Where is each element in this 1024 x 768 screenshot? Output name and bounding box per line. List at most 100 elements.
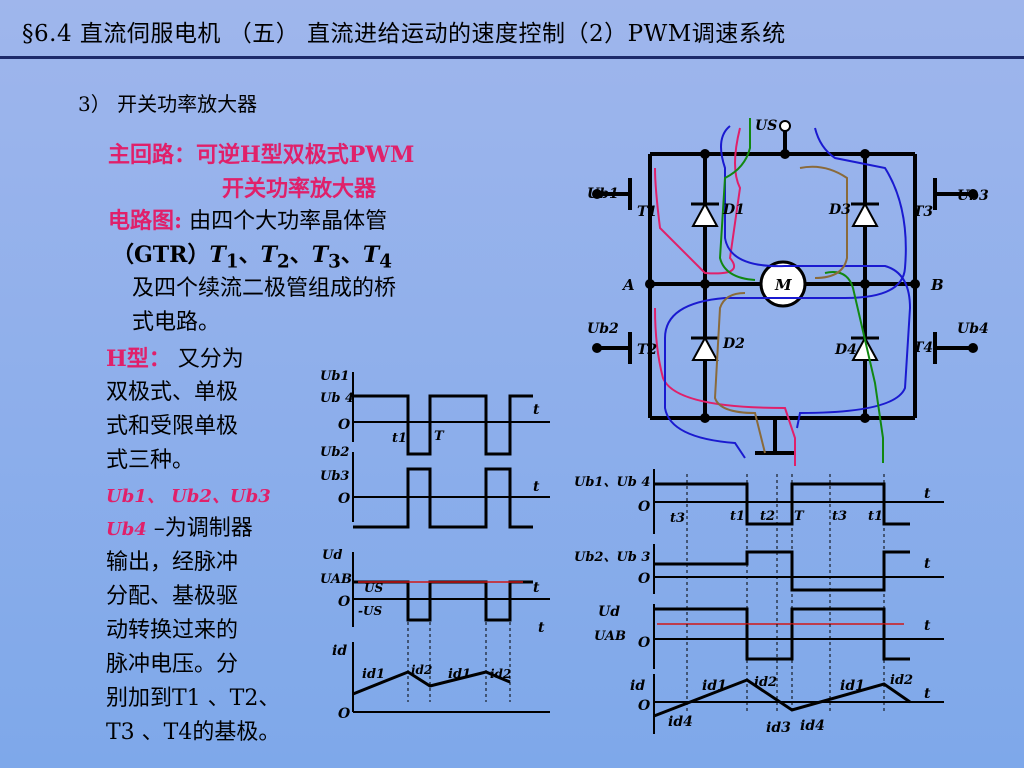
t3-label: T [311, 242, 329, 268]
sep3: 、 [340, 242, 363, 268]
main-circuit-label: 主回路： [108, 142, 197, 168]
left-ub3-label: Ub3 [320, 469, 349, 484]
left-id1-a: id1 [362, 667, 385, 682]
ub-note-line1: Ub1、 Ub2、Ub3 [106, 486, 271, 507]
t4-label: T [362, 242, 380, 268]
right-ub14-label: Ub1、Ub 4 [574, 475, 650, 490]
us-label: US [755, 118, 777, 134]
right-o4: O [638, 698, 651, 714]
right-id1-b: id1 [840, 678, 865, 694]
ub-note-line8: T3 、T4的基极。 [106, 720, 281, 745]
t3-sub: 3 [328, 251, 341, 273]
right-ub23-label: Ub2、Ub 3 [574, 550, 650, 565]
ub-note-text2: –为调制器 [146, 516, 253, 541]
left-ub2-label: Ub2 [320, 445, 349, 460]
section-subtitle: 3） 开关功率放大器 [78, 92, 258, 116]
ub-note-line4: 分配、基极驱 [106, 584, 239, 609]
htype-line4: 式三种。 [106, 448, 195, 473]
left-o2: O [338, 491, 351, 507]
us-terminal [779, 120, 791, 132]
right-uab-label: UAB [594, 629, 626, 644]
sep1: 、 [238, 242, 261, 268]
motor-label: M [774, 276, 792, 294]
title-divider [0, 56, 1024, 59]
d2-label: D2 [722, 336, 745, 352]
ub-note-line2: Ub4 –为调制器 [106, 512, 253, 547]
waveform-left: Ub1 Ub 4 Ub2 Ub3 Ud UAB id O O O O t t t… [320, 369, 550, 722]
left-ub4-label: Ub 4 [320, 391, 354, 406]
ub4-label: Ub4 [957, 321, 989, 337]
left-t3-axis: t [533, 580, 540, 596]
ub1-note: Ub1 [106, 486, 147, 507]
right-o3: O [638, 635, 651, 651]
left-id2-b: id2 [490, 667, 511, 681]
main-circuit-text1: 可逆H型双极式PWM [196, 142, 415, 168]
ub4-note: Ub4 [106, 519, 147, 540]
left-mus-label: -US [358, 604, 382, 618]
left-id-label: id [332, 643, 347, 659]
right-o1: O [638, 499, 651, 515]
current-path-blue-2 [664, 127, 907, 459]
d3-label: D3 [828, 202, 851, 218]
node-b-label: B [930, 276, 944, 294]
diodes [691, 201, 879, 361]
left-o4: O [338, 706, 351, 722]
left-T-mark: T [434, 429, 445, 444]
motor-icon [759, 260, 807, 308]
current-path-green-2 [824, 271, 884, 463]
right-id4-b: id4 [800, 718, 825, 734]
htype-line1: H型： 又分为 [106, 342, 244, 377]
t2-sub: 2 [276, 251, 290, 273]
ub-note-line7: 别加到T1 、T2、 [106, 686, 281, 711]
right-t-axis3: t [924, 618, 931, 634]
right-t3-a: t3 [670, 511, 685, 526]
left-ub1-label: Ub1 [320, 369, 349, 384]
htype-line2: 双极式、单极 [106, 380, 239, 405]
right-t-axis1: t [924, 486, 931, 502]
node-a-label: A [621, 276, 635, 294]
right-id2-b: id2 [890, 673, 913, 688]
ub-note-line3: 输出，经脉冲 [106, 550, 239, 575]
htype-line3: 式和受限单极 [106, 414, 239, 439]
right-t1-a: t1 [730, 509, 745, 524]
current-path-pink-2 [654, 307, 796, 466]
left-id2-a: id2 [411, 663, 432, 677]
circuit-diagram-line2: （GTR）T1、T2、T3、T4 [112, 238, 392, 279]
h-bridge-circuit: US Ub1 Ub2 Ub3 Ub4 T1 T2 T3 T4 D1 D2 D3 … [587, 118, 989, 466]
left-ud-label: Ud [322, 548, 342, 563]
right-t-axis2: t [924, 556, 931, 572]
t1-sub: 1 [225, 251, 239, 273]
right-t-axis4: t [924, 686, 931, 702]
ub1-label: Ub1 [587, 186, 619, 202]
page-title: §6.4 直流伺服电机 （五） 直流进给运动的速度控制（2）PWM调速系统 [22, 21, 786, 47]
right-id-label: id [630, 678, 645, 694]
t2-label: T [260, 242, 277, 268]
main-circuit-line1: 主回路：可逆H型双极式PWM [108, 138, 414, 173]
left-o3: O [338, 594, 351, 610]
right-dashes [686, 474, 885, 714]
t1-circuit-label: T1 [637, 204, 657, 220]
transistor-bars [628, 178, 937, 364]
right-ud-label: Ud [598, 604, 620, 620]
right-id1-a: id1 [702, 678, 727, 694]
left-t1-mark: t1 [392, 431, 407, 446]
circuit-diagram-line1: 电路图: 由四个大功率晶体管 [108, 204, 387, 239]
main-circuit-line2: 开关功率放大器 [222, 176, 377, 202]
left-uab-label: UAB [320, 572, 352, 587]
ub2-label: Ub2 [587, 321, 619, 337]
current-path-pink-1 [654, 127, 742, 275]
t3-circuit-label: T3 [913, 204, 933, 220]
junction-dots [592, 149, 978, 423]
right-o2: O [638, 571, 651, 587]
circuit-diagram-text1: 由四个大功率晶体管 [189, 209, 388, 234]
gtr-label: （GTR） [112, 242, 210, 268]
htype-label: H型： [106, 346, 171, 372]
left-o1: O [338, 417, 351, 433]
ub2-note: Ub2 [171, 486, 212, 507]
waveform-right: Ub1、Ub 4 Ub2、Ub 3 Ud UAB id O O O O t t … [574, 469, 944, 736]
ub-note-line6: 脉冲电压。分 [106, 652, 239, 677]
ub3-note: Ub3 [229, 486, 271, 507]
circuit-diagram-line3: 及四个续流二极管组成的桥 [132, 276, 397, 301]
right-id4-a: id4 [668, 714, 693, 730]
ub-note-line5: 动转换过来的 [106, 618, 239, 643]
